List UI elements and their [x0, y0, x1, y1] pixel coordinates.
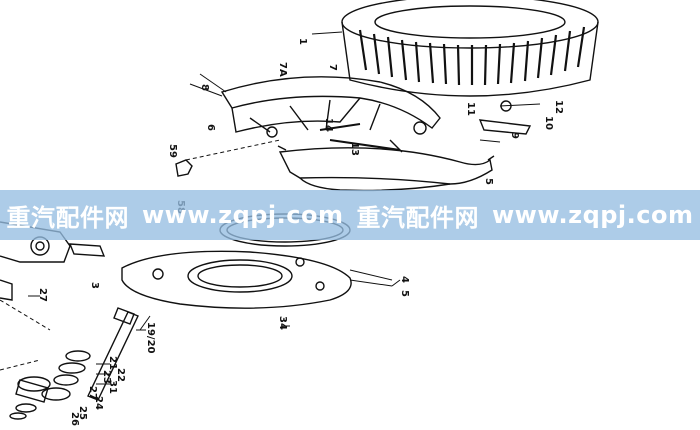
callout-label: 9 [509, 132, 520, 139]
watermark-url: www.zqpj.com [142, 201, 344, 229]
callout-label: 59 [167, 144, 178, 158]
lower-brake-shoe [277, 145, 495, 192]
callout-label: 1 [297, 38, 308, 45]
watermark-text: 重汽配件网 [6, 203, 129, 232]
backing-plate [121, 250, 401, 309]
callout-label: 13 [349, 142, 360, 156]
callout-label: 26 [69, 412, 80, 426]
callout-label: 12 [553, 100, 564, 114]
callout-label: 27 [87, 386, 98, 400]
camshaft [87, 307, 151, 401]
callout-labels: 1 7A 8 7 11 12 10 6 14 13 9 59 5 58 4 5 … [37, 38, 564, 426]
callout-label: 8 [199, 84, 210, 91]
callout-label: 5 [483, 178, 494, 185]
callout-label: 11 [465, 102, 476, 116]
callout-label: 7A [277, 62, 288, 77]
watermark-url: www.zqpj.com [492, 201, 694, 229]
callout-label: 4 [399, 276, 410, 283]
callout-label: 21 [107, 356, 118, 370]
callout-label: 31 [107, 380, 118, 394]
callout-label: 19/20 [145, 322, 156, 354]
callout-label: 27 [37, 288, 48, 302]
brake-drum [311, 0, 599, 97]
callout-label: 22 [115, 368, 126, 382]
callout-label: 14 [323, 118, 334, 132]
watermark-band: 重汽配件网 www.zqpj.com 重汽配件网 www.zqpj.com [0, 190, 700, 240]
bolt-59 [175, 139, 281, 177]
callout-label: 7 [327, 64, 338, 71]
callout-label: 25 [77, 406, 88, 420]
callout-label: 23 [101, 370, 112, 384]
bushing-stack [9, 350, 91, 420]
leader-lines [0, 73, 393, 385]
watermark-text: 重汽配件网 [356, 203, 479, 232]
callout-label: 5 [399, 290, 410, 297]
callout-label: 6 [205, 124, 216, 131]
adjuster-lever [478, 100, 541, 143]
callout-label: 3 [89, 282, 100, 289]
upper-brake-shoe [220, 76, 441, 153]
callout-label: 34 [277, 316, 288, 330]
callout-label: 10 [543, 116, 554, 130]
callout-label: 24 [93, 396, 104, 410]
